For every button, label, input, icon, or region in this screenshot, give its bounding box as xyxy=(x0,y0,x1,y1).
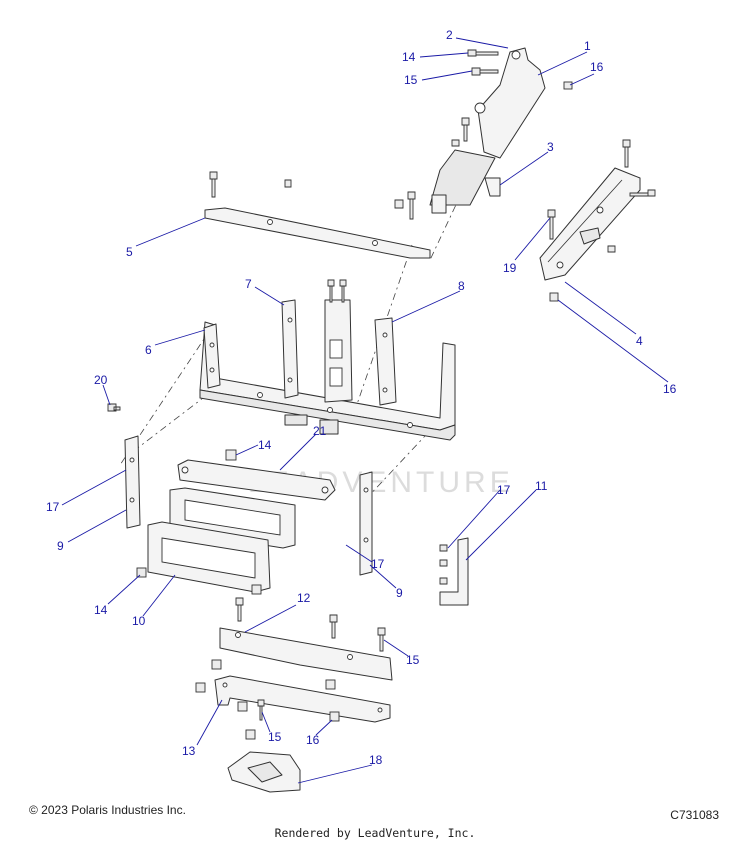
callout-17-right: 17 xyxy=(497,483,511,497)
callout-1: 1 xyxy=(584,39,591,53)
part-7-plate xyxy=(281,299,299,399)
part-21-bar xyxy=(177,459,336,501)
callout-18: 18 xyxy=(369,753,383,767)
part-14-nut-low xyxy=(136,567,147,578)
part-4-side-rail xyxy=(539,167,656,281)
callout-2: 2 xyxy=(446,28,453,42)
callout-12: 12 xyxy=(297,591,311,605)
callout-14-mid: 14 xyxy=(258,438,272,452)
callout-19: 19 xyxy=(503,261,517,275)
rendered-by-text: Rendered by LeadVenture, Inc. xyxy=(274,826,476,840)
part-16-nut-low xyxy=(329,711,340,722)
part-11-bracket xyxy=(439,537,469,606)
part-18-shield xyxy=(227,729,301,793)
callout-10: 10 xyxy=(132,614,146,628)
part-5-crossbar xyxy=(204,171,431,259)
center-receiver-plate xyxy=(324,279,353,403)
callout-9-right: 9 xyxy=(396,586,403,600)
callout-6: 6 xyxy=(145,343,152,357)
callout-3: 3 xyxy=(547,140,554,154)
part-8-plate xyxy=(374,317,397,406)
callout-14-low: 14 xyxy=(94,603,108,617)
callout-7: 7 xyxy=(245,277,252,291)
callout-17-mid: 17 xyxy=(371,557,385,571)
callout-5: 5 xyxy=(126,245,133,259)
part-9-right-bracket xyxy=(359,471,373,576)
callout-15-low: 15 xyxy=(268,730,282,744)
part-17-bolt-right xyxy=(439,544,448,552)
copyright-text: © 2023 Polaris Industries Inc. xyxy=(29,803,186,817)
part-6-left-plate xyxy=(203,323,221,389)
callout-16-low: 16 xyxy=(306,733,320,747)
callout-14-top: 14 xyxy=(402,50,416,64)
callout-15-top: 15 xyxy=(404,73,418,87)
part-10-frame-plate xyxy=(147,521,271,593)
part-9-left-bracket xyxy=(124,435,141,529)
part-16-nut-rail xyxy=(549,292,559,302)
callout-8: 8 xyxy=(458,279,465,293)
part-14-bolt-upper xyxy=(467,49,499,57)
part-3-clip xyxy=(484,177,501,197)
part-1-upper-bracket xyxy=(429,47,546,214)
callout-21: 21 xyxy=(313,424,327,438)
part-16-nut-upper xyxy=(563,81,573,90)
callout-17-left: 17 xyxy=(46,500,60,514)
callout-13: 13 xyxy=(182,744,196,758)
callout-4: 4 xyxy=(636,334,643,348)
callout-11: 11 xyxy=(535,479,548,493)
main-frame xyxy=(199,321,456,441)
part-13-rail xyxy=(195,659,391,723)
callout-20: 20 xyxy=(94,373,108,387)
callouts: 1 2 3 4 5 6 7 8 9 9 10 11 12 13 14 14 14… xyxy=(46,28,677,767)
part-14-nut-mid xyxy=(225,449,237,461)
callout-16-right: 16 xyxy=(663,382,677,396)
part-20-bolt xyxy=(107,403,121,412)
part-12-plate xyxy=(219,584,393,681)
callout-15-right: 15 xyxy=(406,653,420,667)
callout-9-left: 9 xyxy=(57,539,64,553)
part-15-bolt-upper xyxy=(471,67,499,76)
leader-lines xyxy=(61,37,669,784)
callout-16-top: 16 xyxy=(590,60,604,74)
upper-bolts xyxy=(451,117,631,168)
drawing-code: C731083 xyxy=(670,808,719,822)
